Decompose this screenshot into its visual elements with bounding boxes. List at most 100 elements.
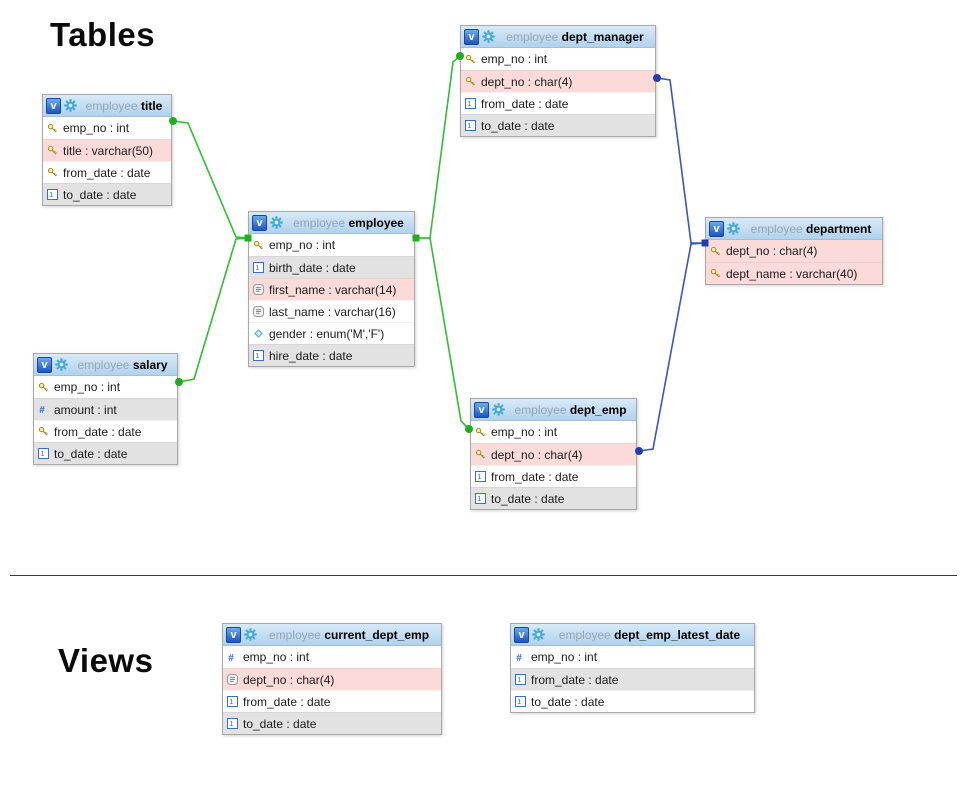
key-icon <box>47 167 58 178</box>
svg-text:#: # <box>228 653 234 663</box>
date-icon: 1 <box>515 674 526 685</box>
numeric-icon: # <box>515 652 526 663</box>
column-text: from_date : date <box>63 165 151 180</box>
key-icon <box>465 54 476 65</box>
date-icon: 1 <box>475 471 486 482</box>
date-icon: 1 <box>227 718 238 729</box>
table-header[interactable]: v employee current_dept_emp <box>223 624 441 646</box>
column-row: dept_no : char(4) <box>471 443 636 465</box>
enum-icon <box>253 328 264 339</box>
table-salary[interactable]: v employee salary emp_no : int # amount : in… <box>33 353 178 465</box>
column-text: from_date : date <box>243 694 331 709</box>
section-divider <box>10 575 957 576</box>
column-row: dept_no : char(4) <box>706 240 882 262</box>
column-row: dept_name : varchar(40) <box>706 262 882 284</box>
v-badge: v <box>226 626 241 643</box>
schema-label: employee <box>85 98 142 113</box>
column-row: last_name : varchar(16) <box>249 300 414 322</box>
column-row: # emp_no : int <box>223 646 441 668</box>
column-row: # amount : int <box>34 398 177 420</box>
column-text: emp_no : int <box>243 650 310 664</box>
table-title: employee salary <box>71 358 174 372</box>
svg-text:1: 1 <box>467 99 471 108</box>
table-current_dept_emp[interactable]: v employee current_dept_emp # emp_no : int d… <box>222 623 442 735</box>
column-row: dept_no : char(4) <box>223 668 441 690</box>
date-icon: 1 <box>253 262 264 273</box>
svg-text:#: # <box>39 405 45 415</box>
table-title: employee dept_emp_latest_date <box>548 628 751 642</box>
table-header[interactable]: v employee salary <box>34 354 177 376</box>
v-badge: v <box>514 626 529 643</box>
schema-label: employee <box>506 29 562 44</box>
v-badge: v <box>37 356 52 373</box>
svg-text:1: 1 <box>229 697 233 706</box>
column-row: from_date : date <box>43 161 171 183</box>
table-name: current_dept_emp <box>324 627 430 642</box>
date-icon: 1 <box>47 189 58 200</box>
column-text: emp_no : int <box>54 380 121 394</box>
gear-icon <box>270 216 283 229</box>
column-text: title : varchar(50) <box>63 143 154 158</box>
date-icon: 1 <box>465 98 476 109</box>
column-text: gender : enum('M','F') <box>269 326 385 341</box>
column-text: emp_no : int <box>63 121 130 135</box>
text-icon <box>253 284 264 295</box>
gear-icon <box>492 403 505 416</box>
date-icon: 1 <box>475 493 486 504</box>
column-text: dept_no : char(4) <box>726 244 818 258</box>
column-row: 1 from_date : date <box>471 465 636 487</box>
svg-text:1: 1 <box>517 675 521 684</box>
svg-text:1: 1 <box>477 494 481 503</box>
v-badge: v <box>252 214 267 231</box>
column-text: from_date : date <box>531 672 619 687</box>
column-row: 1 to_date : date <box>43 183 171 205</box>
svg-text:1: 1 <box>255 351 259 360</box>
table-title: employee dept_emp <box>508 403 633 417</box>
column-text: dept_no : char(4) <box>481 74 573 89</box>
v-badge: v <box>474 401 489 418</box>
column-row: emp_no : int <box>34 376 177 398</box>
key-icon <box>47 145 58 156</box>
column-row: 1 from_date : date <box>223 690 441 712</box>
column-text: birth_date : date <box>269 260 356 275</box>
key-icon <box>710 246 721 257</box>
key-icon <box>475 427 486 438</box>
key-icon <box>47 123 58 134</box>
table-name: department <box>806 221 872 236</box>
column-text: to_date : date <box>243 716 317 731</box>
table-name: title <box>141 98 163 113</box>
table-name: dept_emp_latest_date <box>614 627 741 642</box>
table-dept_emp_latest_date[interactable]: v employee dept_emp_latest_date # emp_no : … <box>510 623 755 713</box>
svg-text:1: 1 <box>517 697 521 706</box>
column-text: amount : int <box>54 402 117 417</box>
key-icon <box>465 76 476 87</box>
date-icon: 1 <box>227 696 238 707</box>
column-text: dept_no : char(4) <box>491 447 583 462</box>
column-text: emp_no : int <box>531 650 598 664</box>
date-icon: 1 <box>515 696 526 707</box>
numeric-icon: # <box>227 652 238 663</box>
text-icon <box>253 306 264 317</box>
column-row: emp_no : int <box>43 117 171 139</box>
column-text: to_date : date <box>63 187 137 202</box>
table-header[interactable]: v employee dept_emp <box>471 399 636 421</box>
date-icon: 1 <box>253 350 264 361</box>
schema-label: employee <box>268 627 325 642</box>
table-header[interactable]: v employee dept_emp_latest_date <box>511 624 754 646</box>
v-badge: v <box>709 220 724 237</box>
column-text: to_date : date <box>491 491 565 506</box>
column-text: from_date : date <box>491 469 579 484</box>
